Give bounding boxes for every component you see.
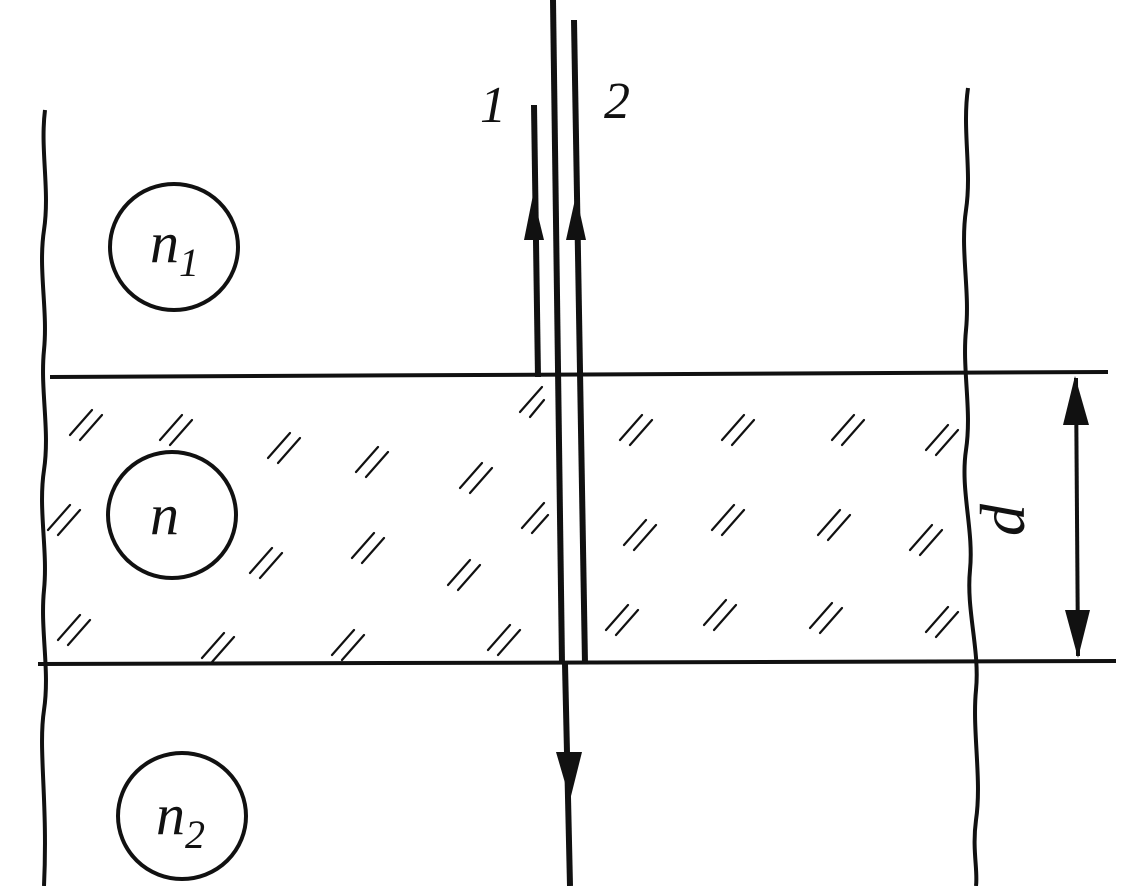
medium-lower-marker: n2: [116, 751, 248, 881]
film-bottom-boundary: [37, 659, 1117, 666]
ray-2-reflected: [571, 19, 588, 665]
ray-1-label: 1: [480, 77, 506, 134]
incident-ray: [550, 0, 565, 665]
ray-1-reflected: [531, 104, 541, 378]
medium-lower-label: n2: [156, 782, 205, 857]
right-break-line: [962, 87, 980, 886]
medium-film-label: n: [150, 482, 179, 547]
left-break-line: [40, 109, 48, 886]
ray-2-arrowhead: [566, 195, 586, 240]
medium-upper-label: n1: [150, 210, 199, 285]
medium-film-marker: n: [106, 450, 238, 580]
transmitted-ray-arrowhead: [556, 752, 582, 800]
medium-upper-marker: n1: [108, 182, 240, 312]
ray-2-label: 2: [604, 73, 630, 130]
thickness-dimension: [1063, 376, 1090, 658]
ray-1-arrowhead: [524, 195, 544, 240]
thickness-label: d: [967, 503, 1038, 536]
film-hatching: [46, 385, 960, 664]
